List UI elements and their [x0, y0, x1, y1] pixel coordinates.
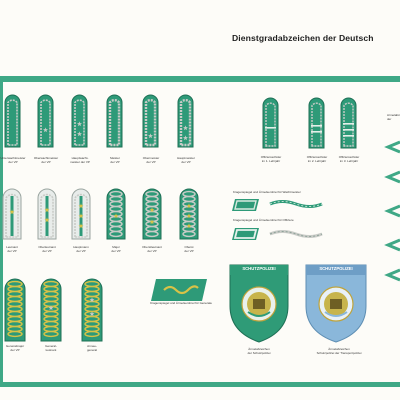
chevron-2: [384, 170, 400, 184]
emblem-schutzpolizei-blue-label: SCHUTZPOLIZEI: [319, 266, 353, 271]
caption-officer-1: Leutnant der VP: [6, 245, 18, 253]
left-green-band: [0, 82, 3, 382]
strap-officer-6: [179, 188, 199, 240]
strap-officer-3: [71, 188, 91, 240]
strap-nco-4: [106, 94, 123, 148]
collar-patch-officer-1: [232, 227, 260, 241]
strap-school-2: [308, 97, 325, 149]
strap-general-1: [4, 278, 26, 342]
strap-general-3: [81, 278, 103, 342]
caption-general-2: General- leutnant: [45, 344, 57, 352]
page-title: Dienstgradabzeichen der Deutsch: [232, 33, 374, 43]
cord-officer: [268, 228, 324, 240]
caption-nco-3: Hauptwacht- meister der VP: [70, 156, 90, 164]
caption-officer-6: Oberst der VP: [184, 245, 194, 253]
emblem-schutzpolizei-green-label: SCHUTZPOLIZEI: [242, 266, 276, 271]
strap-officer-1: [2, 188, 22, 240]
caption-collar-nco: Kragenspiegel und Ärmelsembrel für Wacht…: [233, 190, 301, 194]
strap-nco-6: [177, 94, 194, 148]
caption-nco-2: Oberwachtmeister der VP: [33, 156, 59, 164]
strap-nco-1: [4, 94, 21, 148]
strap-school-3: [340, 97, 357, 149]
caption-officer-2: Oberleutnant der VP: [38, 245, 56, 253]
caption-emblem-blue: Ärmelabzeichen Schutzpolizei der Transpo…: [316, 347, 362, 355]
strap-officer-2: [37, 188, 57, 240]
caption-general-1: Generalmajor der VP: [5, 344, 25, 352]
caption-school-3: Offiziersschüler im 3. Lehrjahr: [338, 155, 360, 163]
strap-officer-5: [142, 188, 162, 240]
strap-nco-3: [71, 94, 88, 148]
emblem-schutzpolizei-green: [228, 262, 290, 344]
caption-officer-4: Major der VP: [111, 245, 121, 253]
strap-general-2: [40, 278, 62, 342]
strap-nco-5: [142, 94, 159, 148]
collar-patch-nco-1: [232, 198, 260, 212]
chevron-3: [384, 204, 400, 218]
caption-school-1: Offiziersschüler im 1. Lehrjahr: [260, 155, 282, 163]
chevron-5: [384, 268, 400, 282]
caption-nco-5: Obermeister der VP: [142, 156, 160, 164]
caption-general-3: Armee- general: [86, 344, 97, 352]
caption-collar-general: Kragenspiegel und Ärmelsembrel für Gener…: [150, 301, 212, 305]
caption-officer-3: Hauptmann der VP: [73, 245, 89, 253]
chevron-1: [384, 140, 400, 154]
caption-nco-1: Unterwachtmeister der VP: [0, 156, 26, 164]
caption-school-2: Offiziersschüler im 2. Lehrjahr: [306, 155, 328, 163]
cord-nco: [268, 198, 324, 210]
caption-officer-5: Oberstleutnant der VP: [142, 245, 162, 253]
strap-school-1: [262, 97, 279, 149]
bottom-green-band: [0, 382, 400, 387]
caption-collar-officer: Kragenspiegel und Ärmelsembrel für Offiz…: [233, 218, 294, 222]
caption-emblem-green: Ärmelabzeichen der Schutzpolizei: [247, 347, 271, 355]
caption-nco-4: Meister der VP: [110, 156, 120, 164]
caption-right-note: Ärmelabzeichen der: [387, 114, 400, 121]
collar-patch-general: [150, 278, 208, 302]
strap-nco-2: [37, 94, 54, 148]
chevron-4: [384, 238, 400, 252]
strap-officer-4: [106, 188, 126, 240]
top-green-band: [0, 76, 400, 82]
caption-nco-6: Hauptmeister der VP: [177, 156, 195, 164]
emblem-schutzpolizei-blue: [304, 262, 368, 344]
